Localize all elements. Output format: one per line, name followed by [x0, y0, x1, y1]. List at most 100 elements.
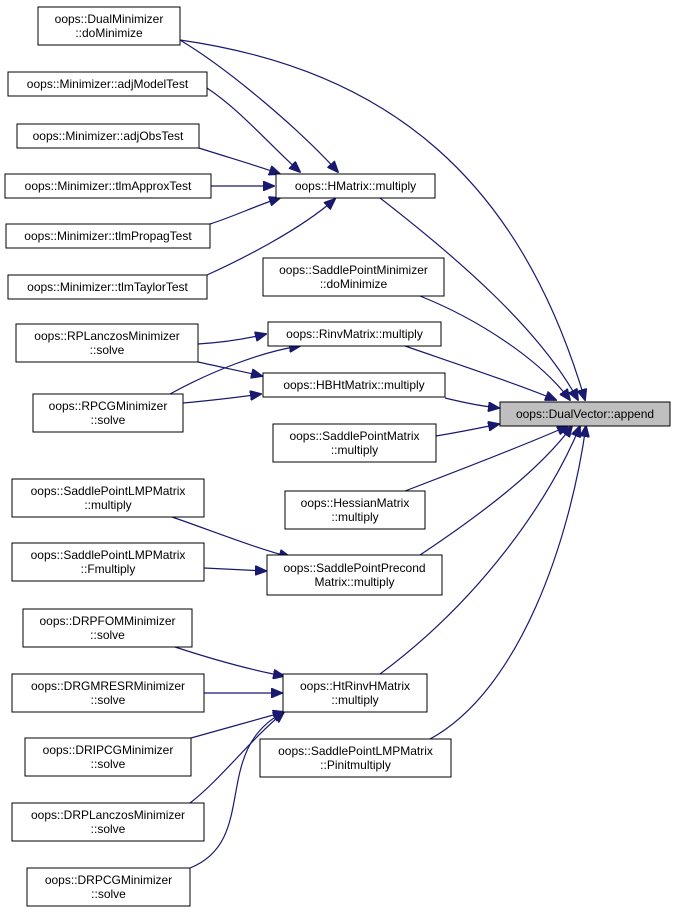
- node-label-line: ::multiply: [331, 510, 378, 524]
- node-n17[interactable]: oops::SaddlePointLMPMatrix::Fmultiply: [11, 542, 205, 582]
- node-box: [11, 478, 205, 518]
- node-n5[interactable]: oops::Minimizer::tlmPropagTest: [5, 223, 211, 249]
- edge-n21-to-n13: [379, 426, 580, 675]
- node-box: [282, 673, 428, 713]
- node-label-line: oops::DRPLanczosMinimizer: [31, 808, 185, 822]
- node-box: [259, 738, 452, 778]
- node-n10[interactable]: oops::RinvMatrix::multiply: [267, 321, 442, 347]
- node-box: [32, 393, 184, 433]
- node-label-line: oops::HessianMatrix: [301, 496, 410, 510]
- node-label-line: ::multiply: [331, 693, 378, 707]
- edge-n2-to-n7: [206, 87, 300, 172]
- node-box: [284, 490, 426, 530]
- node-n22[interactable]: oops::SaddlePointLMPMatrix::Pinitmultipl…: [259, 738, 452, 778]
- node-label-line: ::Pinitmultiply: [320, 758, 391, 772]
- edge-n12-to-n11: [182, 394, 261, 404]
- node-n12[interactable]: oops::RPCGMinimizer::solve: [32, 393, 184, 433]
- node-box: [24, 737, 192, 777]
- node-box: [37, 6, 181, 46]
- node-label-line: oops::SaddlePointMatrix: [289, 429, 419, 443]
- node-n3[interactable]: oops::Minimizer::adjObsTest: [16, 123, 200, 149]
- edge-n7-to-n13: [379, 197, 578, 400]
- edge-n24-to-n21: [189, 712, 284, 804]
- node-label-line: oops::Minimizer::tlmApproxTest: [25, 179, 192, 193]
- node-label-line: ::doMinimize: [75, 26, 143, 40]
- edge-n12-to-n10: [169, 346, 300, 395]
- edge-n18-to-n13: [419, 426, 572, 556]
- node-label-line: oops::SaddlePointMinimizer: [279, 263, 428, 277]
- node-n6[interactable]: oops::Minimizer::tlmTaylorTest: [7, 274, 208, 300]
- node-n20[interactable]: oops::DRGMRESRMinimizer::solve: [11, 673, 205, 713]
- node-n8[interactable]: oops::SaddlePointMinimizer::doMinimize: [262, 257, 445, 297]
- node-box: [262, 257, 445, 297]
- node-label-line: oops::DRPCGMinimizer: [45, 873, 172, 887]
- edge-n5-to-n7: [209, 198, 280, 225]
- node-label-line: oops::SaddlePointPrecond: [283, 561, 425, 575]
- edge-n6-to-n7: [206, 199, 335, 276]
- node-label-line: oops::RPLanczosMinimizer: [34, 329, 179, 343]
- edges: [169, 39, 586, 869]
- node-n13[interactable]: oops::DualVector::append: [499, 401, 671, 427]
- node-box: [262, 372, 446, 398]
- node-n23[interactable]: oops::DRIPCGMinimizer::solve: [24, 737, 192, 777]
- edge-n9-to-n10: [197, 334, 266, 345]
- node-label-line: oops::DRGMRESRMinimizer: [31, 679, 185, 693]
- node-label-line: ::solve: [91, 693, 126, 707]
- node-box: [499, 401, 671, 427]
- node-label-line: oops::SaddlePointLMPMatrix: [278, 744, 433, 758]
- node-label-line: oops::Minimizer::tlmTaylorTest: [27, 280, 188, 294]
- node-label-line: oops::DualVector::append: [516, 407, 654, 421]
- edge-n8-to-n13: [419, 295, 570, 400]
- node-n1[interactable]: oops::DualMinimizer::doMinimize: [37, 6, 181, 46]
- node-label-line: oops::Minimizer::tlmPropagTest: [24, 229, 192, 243]
- node-n4[interactable]: oops::Minimizer::tlmApproxTest: [4, 173, 212, 199]
- node-n15[interactable]: oops::HessianMatrix::multiply: [284, 490, 426, 530]
- edge-n25-to-n21: [189, 712, 284, 869]
- node-label-line: ::solve: [91, 757, 126, 771]
- node-n2[interactable]: oops::Minimizer::adjModelTest: [7, 71, 208, 97]
- edge-n9-to-n11: [197, 361, 262, 376]
- node-label-line: oops::DRPFOMMinimizer: [39, 614, 175, 628]
- node-label-line: ::solve: [91, 413, 126, 427]
- node-n7[interactable]: oops::HMatrix::multiply: [275, 173, 436, 199]
- node-label-line: oops::RPCGMinimizer: [49, 399, 168, 413]
- edge-n22-to-n13: [429, 426, 586, 740]
- node-label-line: ::multiply: [84, 498, 131, 512]
- node-label-line: oops::HtRinvHMatrix: [300, 679, 410, 693]
- node-label-line: oops::DualMinimizer: [55, 12, 164, 26]
- node-label-line: oops::SaddlePointLMPMatrix: [31, 548, 186, 562]
- edge-n3-to-n7: [198, 147, 280, 174]
- nodes: oops::DualMinimizer::doMinimizeoops::Min…: [4, 6, 671, 907]
- node-label-line: ::solve: [90, 343, 125, 357]
- node-label-line: ::Fmultiply: [81, 562, 136, 576]
- node-label-line: ::solve: [91, 887, 126, 901]
- node-box: [15, 323, 199, 363]
- edge-n15-to-n13: [404, 426, 568, 492]
- node-label-line: oops::Minimizer::adjModelTest: [27, 77, 189, 91]
- edge-n11-to-n13: [444, 397, 499, 408]
- node-box: [11, 802, 205, 842]
- node-n14[interactable]: oops::SaddlePointMatrix::multiply: [272, 423, 437, 463]
- node-label-line: ::doMinimize: [320, 277, 388, 291]
- node-n16[interactable]: oops::SaddlePointLMPMatrix::multiply: [11, 478, 205, 518]
- node-label-line: oops::HBHtMatrix::multiply: [283, 378, 424, 392]
- node-n19[interactable]: oops::DRPFOMMinimizer::solve: [22, 608, 193, 648]
- node-label-line: ::solve: [91, 822, 126, 836]
- node-box: [275, 173, 436, 199]
- node-n11[interactable]: oops::HBHtMatrix::multiply: [262, 372, 446, 398]
- node-label-line: oops::RinvMatrix::multiply: [286, 327, 423, 341]
- node-n24[interactable]: oops::DRPLanczosMinimizer::solve: [11, 802, 205, 842]
- node-label-line: Matrix::multiply: [314, 575, 394, 589]
- edge-n19-to-n21: [174, 646, 284, 676]
- node-label-line: oops::DRIPCGMinimizer: [43, 743, 174, 757]
- node-box: [7, 274, 208, 300]
- node-n21[interactable]: oops::HtRinvHMatrix::multiply: [282, 673, 428, 713]
- node-n9[interactable]: oops::RPLanczosMinimizer::solve: [15, 323, 199, 363]
- node-box: [4, 173, 212, 199]
- node-label-line: ::multiply: [331, 443, 378, 457]
- node-n25[interactable]: oops::DRPCGMinimizer::solve: [26, 867, 191, 907]
- node-box: [16, 123, 200, 149]
- node-label-line: oops::HMatrix::multiply: [295, 179, 416, 193]
